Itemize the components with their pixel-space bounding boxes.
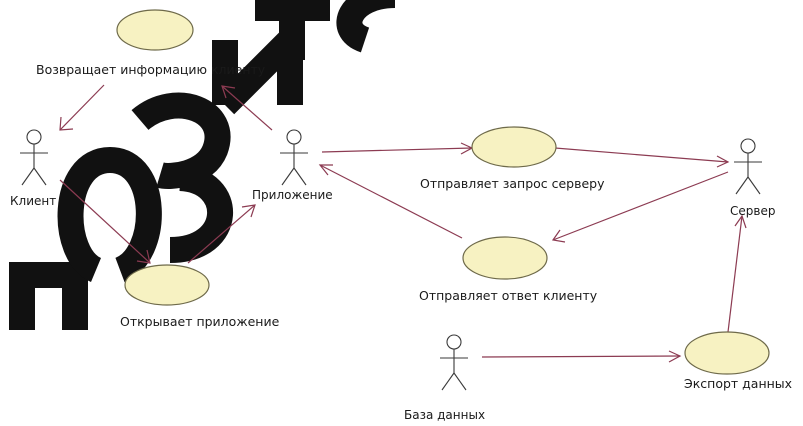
arrowhead — [734, 214, 747, 229]
actor-client-figure — [20, 129, 48, 186]
arrowhead — [59, 116, 74, 131]
use-case-send-response-label: Отправляет ответ клиенту — [419, 288, 598, 303]
associations — [59, 84, 747, 363]
actor-db-label: База данных — [404, 408, 486, 422]
watermark-letter-c — [336, 0, 396, 53]
watermark-letter-z — [131, 92, 233, 263]
use-case-send-request-label: Отправляет запрос серверу — [420, 176, 605, 191]
arrowhead — [241, 204, 256, 218]
use-case-open-app — [124, 264, 210, 306]
edge-db-to-export — [481, 355, 681, 358]
edge-open-to-app — [187, 204, 256, 264]
edge-app-to-return — [221, 85, 273, 131]
use-case-export-data — [684, 331, 770, 375]
arrowhead — [668, 350, 682, 363]
use-case-open-app-label: Открывает приложение — [120, 314, 280, 329]
watermark-letter-p — [9, 262, 88, 330]
arrowhead — [551, 229, 566, 243]
use-case-return-info-label: Возвращает информацию клиенту — [36, 62, 266, 77]
edge-client-to-open — [59, 179, 151, 264]
watermark-letter-t — [255, 0, 330, 60]
arrowhead — [136, 249, 151, 264]
watermark — [9, 0, 396, 330]
edge-request-to-server — [554, 147, 729, 163]
watermark-letter-o — [57, 146, 162, 283]
arrowhead — [318, 164, 333, 176]
arrowhead — [221, 85, 236, 99]
actor-server-figure — [734, 138, 762, 195]
use-case-return-info — [116, 9, 194, 51]
use-case-send-response — [462, 236, 548, 280]
edge-export-to-server — [727, 215, 743, 333]
edge-server-to-response — [552, 171, 729, 241]
actor-db-figure — [440, 334, 468, 391]
use-cases — [116, 9, 770, 375]
use-case-send-request — [471, 126, 557, 168]
edge-app-to-request — [321, 147, 473, 153]
use-case-export-data-label: Экспорт данных — [684, 376, 793, 391]
actor-server-label: Сервер — [730, 204, 776, 218]
actor-app-figure — [280, 129, 308, 186]
edge-response-to-app — [319, 164, 463, 239]
actor-client-label: Клиент — [10, 194, 57, 208]
edge-return-to-client — [59, 84, 105, 131]
arrowhead — [716, 155, 730, 168]
actor-app-label: Приложение — [252, 188, 333, 202]
